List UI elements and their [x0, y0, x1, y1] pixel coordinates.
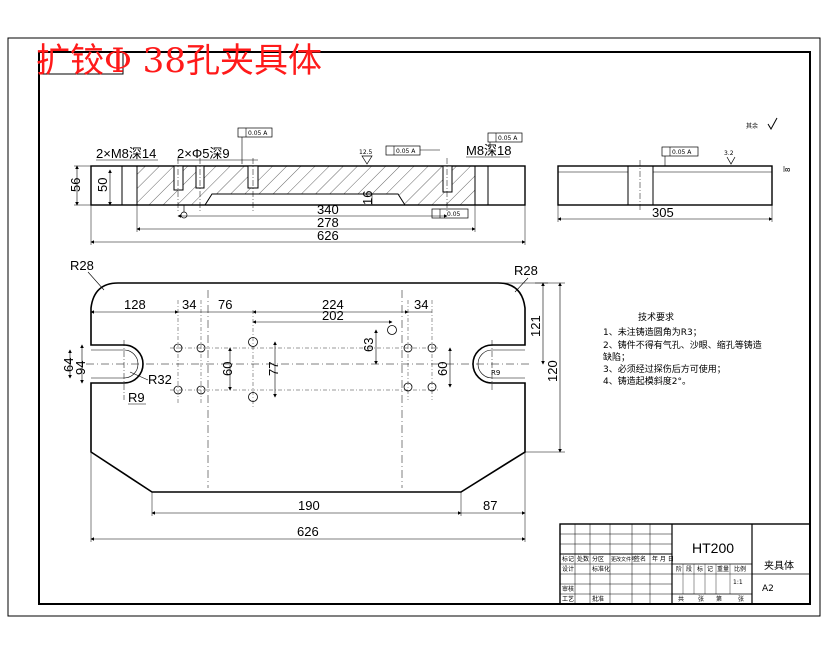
tech-requirements: 技术要求 1、未注铸造圆角为R3； 2、铸件不得有气孔、沙眼、缩孔等铸造 缺陷；… [603, 311, 762, 387]
tolerance-frame-4: 0.05 [431, 208, 469, 219]
svg-text:更改文件号: 更改文件号 [611, 556, 636, 563]
dim-120: 120 [545, 360, 560, 382]
svg-text:记: 记 [707, 566, 713, 573]
dim-r28-right: R28 [514, 263, 538, 278]
dim-60b: 60 [435, 362, 450, 376]
svg-text:处数: 处数 [577, 555, 589, 563]
svg-text:张: 张 [698, 595, 704, 603]
title-block [559, 523, 811, 605]
dim-278: 278 [317, 215, 339, 230]
svg-text:共: 共 [678, 595, 684, 603]
dim-r9: R9 [128, 390, 145, 405]
label-m8-depth14: 2×M8深14 [96, 146, 156, 161]
dim-128: 128 [124, 297, 146, 312]
dim-34b: 34 [414, 297, 428, 312]
dim-626-top: 626 [317, 228, 339, 243]
dim-16: 16 [360, 191, 375, 205]
roughness-3-2: 3.2 [724, 150, 734, 157]
plan-view-outline [86, 282, 530, 493]
svg-text:标准化: 标准化 [592, 565, 610, 573]
svg-text:技术要求: 技术要求 [638, 311, 674, 323]
label-m8-depth18: M8深18 [466, 143, 512, 158]
dim-r32: R32 [148, 372, 172, 387]
side-view [557, 160, 773, 210]
dim-63: 63 [361, 338, 376, 352]
dim-60a: 60 [220, 362, 235, 376]
dim-626-bottom: 626 [297, 524, 319, 539]
sheet-size-label: A2 [762, 584, 774, 594]
dim-224: 224 [322, 297, 344, 312]
roughness-check-icon [767, 117, 778, 131]
svg-text:审核: 审核 [562, 585, 574, 593]
dim-190: 190 [298, 498, 320, 513]
svg-text:4、铸造起模斜度2°。: 4、铸造起模斜度2°。 [603, 375, 691, 387]
svg-text:重量: 重量 [717, 565, 729, 573]
roughness-general: 其余 [746, 122, 758, 130]
svg-text:0.05 A: 0.05 A [396, 148, 416, 155]
svg-text:2、铸件不得有气孔、沙眼、缩孔等铸造: 2、铸件不得有气孔、沙眼、缩孔等铸造 [603, 339, 762, 351]
scale-label: 1:1 [733, 579, 743, 586]
dim-87: 87 [483, 498, 497, 513]
svg-text:0.05: 0.05 [447, 211, 461, 218]
dim-64: 64 [61, 358, 76, 372]
roughness-12-5: 12.5 [359, 149, 373, 156]
drawing-title: 扩铰Φ 38孔夹具体 [36, 41, 322, 81]
dim-94: 94 [73, 361, 88, 375]
svg-text:张: 张 [738, 595, 744, 603]
corner-box [38, 51, 124, 75]
dim-305: 305 [652, 205, 674, 220]
svg-text:0.05 A: 0.05 A [672, 149, 692, 156]
svg-text:标记: 标记 [562, 555, 574, 563]
side-tolerance-frame: 0.05 A [661, 146, 699, 166]
svg-text:签名: 签名 [634, 555, 646, 563]
svg-text:缺陷；: 缺陷； [603, 351, 630, 363]
svg-text:批准: 批准 [592, 595, 604, 603]
dim-r9-right: R9 [491, 369, 500, 377]
dim-77: 77 [266, 362, 281, 376]
outer-frame [7, 37, 821, 617]
top-view [90, 158, 526, 219]
dim-50: 50 [95, 178, 110, 192]
svg-text:1、未注铸造圆角为R3；: 1、未注铸造圆角为R3； [603, 326, 702, 338]
svg-text:年 月 日: 年 月 日 [652, 555, 674, 563]
hole-centerlines [170, 300, 440, 408]
svg-text:0.05 A: 0.05 A [248, 130, 268, 137]
svg-text:第: 第 [716, 595, 722, 603]
svg-text:分区: 分区 [592, 555, 604, 563]
dim-r28-left: R28 [70, 258, 94, 273]
svg-text:比例: 比例 [734, 565, 746, 573]
dim-34a: 34 [182, 297, 196, 312]
svg-text:段: 段 [686, 565, 692, 573]
dim-340: 340 [317, 202, 339, 217]
inner-frame [38, 51, 811, 605]
dim-56: 56 [68, 178, 83, 192]
svg-text:阶: 阶 [676, 565, 682, 573]
dim-202: 202 [322, 308, 344, 323]
dim-8: 8 [784, 168, 792, 172]
svg-text:设计: 设计 [562, 565, 574, 573]
svg-text:标: 标 [697, 565, 703, 573]
dim-76: 76 [218, 297, 232, 312]
svg-text:工艺: 工艺 [562, 595, 574, 603]
svg-text:0.05 A: 0.05 A [498, 135, 518, 142]
svg-text:3、必须经过探伤后方可使用；: 3、必须经过探伤后方可使用； [603, 363, 726, 375]
tolerance-frame-1: 0.05 A [237, 127, 273, 164]
tolerance-frame-3: 0.05 A [487, 132, 523, 150]
material-label: HT200 [692, 540, 734, 556]
drawing-name-label: 夹具体 [764, 559, 794, 572]
tolerance-frame-2: 0.05 A [385, 145, 440, 156]
dim-121: 121 [528, 315, 543, 337]
label-phi5-depth9: 2×Φ5深9 [177, 146, 230, 161]
